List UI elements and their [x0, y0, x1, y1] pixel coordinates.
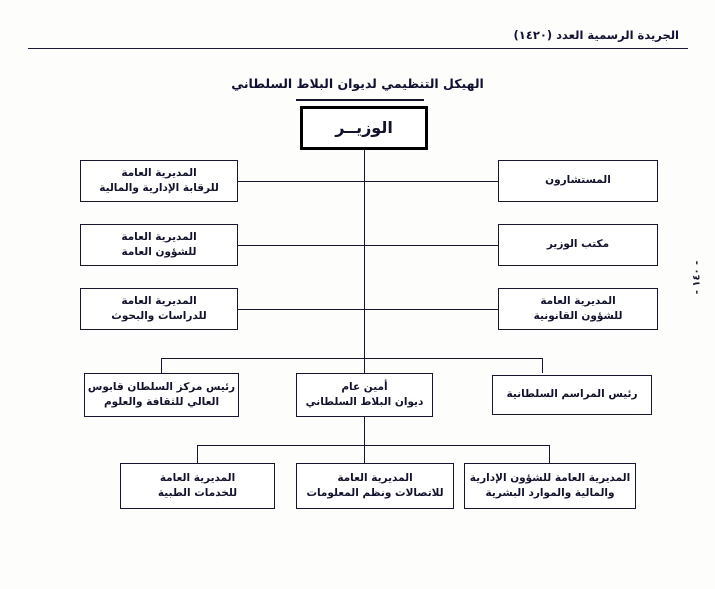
title-underline: [296, 99, 424, 101]
connector-drop-tier3-left: [197, 445, 198, 463]
running-head: الجريدة الرسمية العدد (١٤٢٠): [513, 28, 679, 42]
node-minister-label: الوزيــر: [335, 118, 393, 138]
node-left-3[interactable]: المديرية العامة للدراسات والبحوث: [80, 288, 238, 330]
node-right-2-line1: مكتب الوزير: [546, 238, 610, 251]
node-tier3-admin-finance-hr-line1: المديرية العامة للشؤون الإدارية: [469, 471, 631, 484]
connector-right-2: [364, 245, 498, 246]
node-left-2-line1: المديرية العامة: [121, 230, 197, 243]
header-divider: [28, 48, 688, 49]
node-tier3-communications-it-line2: للاتصالات ونظم المعلومات: [306, 487, 444, 499]
node-left-2[interactable]: المديرية العامة للشؤون العامة: [80, 224, 238, 266]
connector-left-2: [238, 245, 365, 246]
connector-drop-tier2-left: [161, 358, 162, 373]
node-tier3-communications-it-line1: المديرية العامة: [337, 471, 413, 484]
node-tier3-admin-finance-hr[interactable]: المديرية العامة للشؤون الإدارية والمالية…: [464, 463, 636, 509]
connector-right-1: [364, 181, 498, 182]
node-left-1[interactable]: المديرية العامة للرقابة الإدارية والمالي…: [80, 160, 238, 202]
node-tier2-secretary-general-line2: ديوان البلاط السلطاني: [305, 396, 424, 408]
node-tier2-royal-protocol[interactable]: رئيس المراسم السلطانية: [492, 375, 652, 415]
connector-drop-tier2-center: [364, 358, 365, 373]
node-tier3-medical-services[interactable]: المديرية العامة للخدمات الطبية: [120, 463, 275, 509]
node-right-3-line1: المديرية العامة: [540, 294, 616, 307]
node-left-1-line1: المديرية العامة: [121, 166, 197, 179]
connector-left-3: [238, 309, 365, 310]
node-tier3-medical-services-line1: المديرية العامة: [159, 471, 236, 484]
page-number: - ١٤٠ -: [691, 260, 703, 295]
node-right-3[interactable]: المديرية العامة للشؤون القانونية: [498, 288, 658, 330]
node-tier3-communications-it[interactable]: المديرية العامة للاتصالات ونظم المعلومات: [296, 463, 454, 509]
node-right-1[interactable]: المستشارون: [498, 160, 658, 202]
node-tier3-admin-finance-hr-line2: والمالية والموارد البشرية: [485, 487, 615, 499]
node-left-1-line2: للرقابة الإدارية والمالية: [99, 182, 219, 194]
node-tier2-secretary-general-line1: أمين عام: [341, 380, 388, 393]
node-left-2-line2: للشؤون العامة: [121, 246, 197, 258]
connector-left-1: [238, 181, 365, 182]
node-right-2[interactable]: مكتب الوزير: [498, 224, 658, 266]
connector-bus-tier2: [161, 358, 542, 359]
node-tier2-secretary-general[interactable]: أمين عام ديوان البلاط السلطاني: [296, 373, 433, 417]
connector-drop-tier2-right: [542, 358, 543, 373]
connector-trunk-main: [364, 150, 365, 358]
node-left-3-line2: للدراسات والبحوث: [111, 310, 207, 322]
node-right-3-line2: للشؤون القانونية: [533, 310, 623, 322]
node-right-1-line1: المستشارون: [545, 174, 611, 187]
node-tier2-culture-centre-line1: رئيس مركز السلطان قابوس: [87, 380, 236, 393]
connector-drop-tier3-center: [364, 445, 365, 463]
node-tier2-royal-protocol-line1: رئيس المراسم السلطانية: [506, 388, 638, 401]
page-title: الهيكل التنظيمي لديوان البلاط السلطاني: [231, 76, 484, 91]
connector-right-3: [364, 309, 498, 310]
connector-drop-tier3-right: [549, 445, 550, 463]
connector-bus-tier3: [197, 445, 549, 446]
node-minister[interactable]: الوزيــر: [300, 106, 428, 150]
node-tier2-culture-centre[interactable]: رئيس مركز السلطان قابوس العالي للثقافة و…: [84, 373, 239, 417]
node-left-3-line1: المديرية العامة: [121, 294, 197, 307]
node-tier2-culture-centre-line2: العالي للثقافة والعلوم: [103, 396, 220, 408]
connector-trunk-tier3: [364, 417, 365, 445]
node-tier3-medical-services-line2: للخدمات الطبية: [157, 487, 238, 499]
